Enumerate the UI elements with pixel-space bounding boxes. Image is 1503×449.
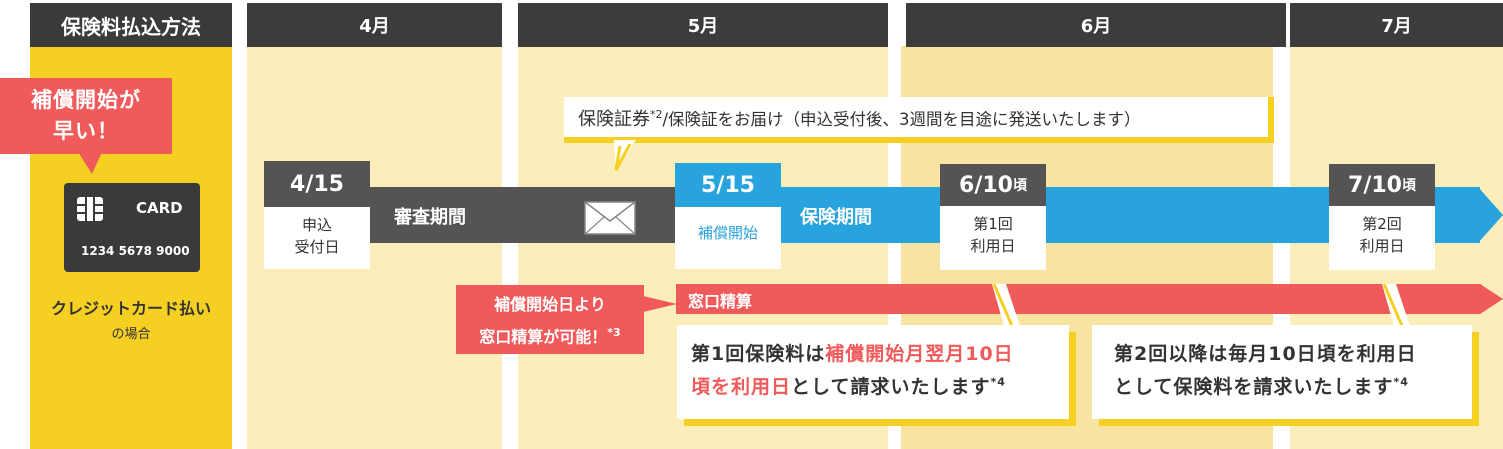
april-header: 4月 — [247, 3, 502, 47]
second-use-date-value: 7/10 — [1348, 172, 1402, 198]
june-header: 6月 — [906, 3, 1286, 47]
start-label: 補償開始 — [697, 224, 758, 242]
payment-title: クレジットカード払い — [50, 299, 211, 318]
apply-label-line2: 受付日 — [294, 237, 340, 256]
second-note-text: として保険料を請求いたします — [1114, 376, 1394, 399]
second-note-sup: *4 — [1393, 375, 1409, 389]
notice-tail — [614, 140, 636, 171]
start-date: 5/15 — [675, 163, 781, 207]
coverage-arrow-head — [1478, 187, 1503, 243]
early-start-line1: 補償開始が — [31, 88, 141, 112]
first-note-highlight-a: 補償開始月翌月10日 — [825, 343, 1014, 365]
second-use-date-suffix: 頃 — [1401, 178, 1416, 194]
first-note-line2: 頃を利用日として請求いたします*4 — [691, 371, 1069, 404]
counter-callout-line1: 補償開始日より — [494, 295, 606, 314]
second-use-label-line1: 第2回 — [1362, 215, 1402, 233]
early-start-line2: 早い！ — [53, 119, 119, 143]
counter-callout-text: 窓口精算が可能！ — [479, 327, 608, 347]
second-use-label-line2: 利用日 — [1359, 236, 1405, 255]
first-note-sup: *4 — [990, 375, 1006, 389]
early-start-callout: 補償開始が 早い！ — [0, 78, 172, 154]
early-callout-tail — [78, 152, 102, 174]
notice-text-a: 保険証券 — [578, 109, 650, 130]
first-use-label-line1: 第1回 — [973, 215, 1013, 233]
second-note-line1: 第2回以降は毎月10日頃を利用日 — [1114, 343, 1417, 365]
apply-label: 申込 受付日 — [264, 207, 370, 267]
card-label: CARD — [136, 199, 183, 217]
first-note-pointer — [992, 284, 1020, 327]
first-note-highlight-b: 頃を利用日 — [691, 376, 792, 399]
may-header: 5月 — [518, 3, 888, 47]
counter-callout-line2: 窓口精算が可能！*3 — [456, 319, 644, 351]
apply-date: 4/15 — [264, 161, 370, 207]
counter-settlement-bar — [676, 284, 1481, 314]
payment-method-header: 保険料払込方法 — [30, 3, 232, 47]
second-use-label: 第2回 利用日 — [1329, 206, 1435, 266]
counter-callout-tail — [643, 296, 677, 312]
notice-sup: *2 — [650, 108, 663, 121]
envelope-icon — [584, 201, 636, 235]
first-note-line1: 第1回保険料は補償開始月翌月10日 — [691, 338, 1069, 371]
first-use-label: 第1回 利用日 — [940, 206, 1046, 266]
apply-date-box: 4/15 申込 受付日 — [264, 161, 370, 269]
apply-label-line1: 申込 — [301, 216, 332, 234]
subsequent-premium-note: 第2回以降は毎月10日頃を利用日 として保険料を請求いたします*4 — [1092, 325, 1472, 419]
card-number: 1234 5678 9000 — [81, 244, 190, 258]
counter-callout-sup: *3 — [607, 326, 621, 339]
first-use-date-suffix: 頃 — [1012, 178, 1027, 194]
policy-delivery-notice: 保険証券*2/保険証をお届け（申込受付後、3週間を目途に発送いたします） — [564, 97, 1274, 143]
first-premium-note: 第1回保険料は補償開始月翌月10日 頃を利用日として請求いたします*4 — [677, 325, 1069, 419]
counter-settlement-callout: 補償開始日より 窓口精算が可能！*3 — [456, 285, 644, 354]
payment-subtitle: の場合 — [111, 327, 151, 342]
counter-settlement-label: 窓口精算 — [688, 292, 753, 311]
start-date-box: 5/15 補償開始 — [675, 163, 781, 269]
first-note-text-b: として請求いたします — [791, 376, 991, 399]
coverage-period-label: 保険期間 — [800, 207, 872, 228]
review-period-label: 審査期間 — [394, 207, 466, 228]
first-use-label-line2: 利用日 — [970, 236, 1016, 255]
credit-card: CARD 1234 5678 9000 — [64, 183, 200, 272]
july-header: 7月 — [1290, 3, 1503, 47]
second-note-line2: として保険料を請求いたします*4 — [1114, 371, 1472, 404]
notice-text-b: /保険証をお届け（申込受付後、3週間を目途に発送いたします） — [662, 110, 1141, 129]
first-use-date-value: 6/10 — [959, 172, 1013, 198]
card-chip-icon — [77, 197, 103, 221]
counter-bar-arrow-head — [1480, 284, 1503, 314]
first-note-text-a: 第1回保険料は — [691, 343, 826, 365]
second-note-pointer — [1382, 284, 1410, 327]
